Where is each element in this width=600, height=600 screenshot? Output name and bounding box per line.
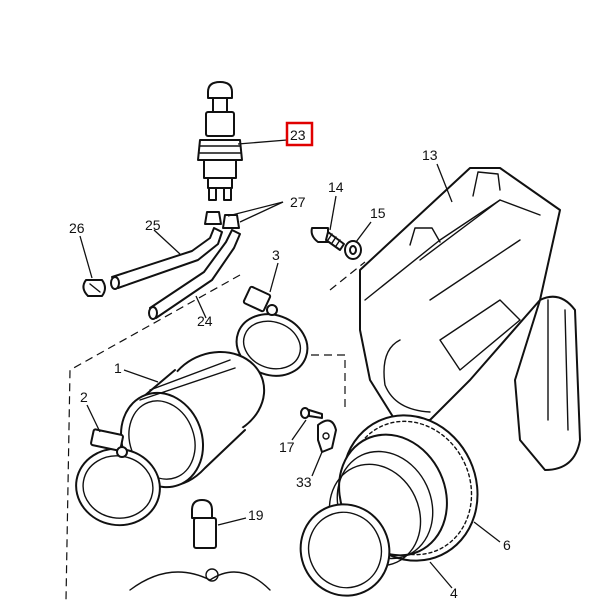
callout-15[interactable]: 15 [370, 205, 386, 221]
callout-1[interactable]: 1 [114, 360, 122, 376]
callout-13[interactable]: 13 [422, 147, 438, 163]
part-17-screw[interactable] [300, 407, 323, 419]
part-27-caps[interactable] [204, 211, 240, 229]
callout-4[interactable]: 4 [450, 585, 458, 600]
callout-25[interactable]: 25 [145, 217, 161, 233]
leader-lines [79, 139, 501, 589]
callout-17[interactable]: 17 [279, 439, 295, 455]
lower-partial-part [129, 568, 271, 591]
callout-24[interactable]: 24 [197, 313, 213, 329]
part-2-clamp[interactable] [70, 428, 166, 532]
part-15-washer[interactable] [344, 240, 362, 260]
part-4-bellows[interactable] [286, 417, 467, 600]
part-3-clamp[interactable] [228, 285, 316, 385]
part-13-airbox[interactable] [359, 167, 581, 471]
part-25-hose[interactable] [110, 227, 223, 290]
assembly-line-top [329, 261, 366, 291]
highlight-box-23 [285, 121, 314, 147]
part-26-clip[interactable] [82, 279, 106, 297]
callout-27[interactable]: 27 [290, 194, 306, 210]
part-14-screw[interactable] [310, 227, 345, 251]
callout-26[interactable]: 26 [69, 220, 85, 236]
callout-19[interactable]: 19 [248, 507, 264, 523]
callout-33[interactable]: 33 [296, 474, 312, 490]
callout-2[interactable]: 2 [80, 389, 88, 405]
part-1-boot[interactable] [108, 338, 276, 498]
part-19-cylinder[interactable] [191, 499, 217, 549]
callout-3[interactable]: 3 [272, 247, 280, 263]
part-33-bracket[interactable] [317, 419, 337, 453]
callout-14[interactable]: 14 [328, 179, 344, 195]
part-24-hose[interactable] [148, 229, 241, 320]
callout-23[interactable]: 23 [290, 127, 306, 143]
part-23-valve[interactable] [197, 81, 243, 201]
callout-6[interactable]: 6 [503, 537, 511, 553]
